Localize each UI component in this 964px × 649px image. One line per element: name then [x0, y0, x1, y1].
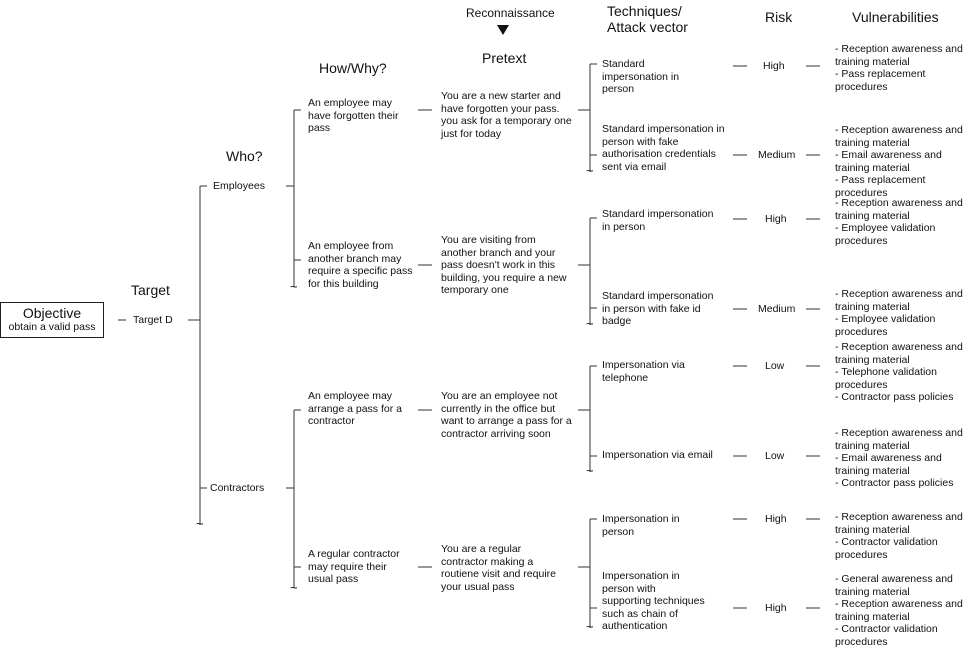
how-why-item: An employee from another branch may requ… [308, 240, 413, 290]
vulnerability-list: - General awareness and training materia… [835, 573, 963, 648]
who-contractors: Contractors [210, 482, 265, 494]
risk-level: Medium [758, 303, 796, 315]
objective-subtitle: obtain a valid pass [8, 321, 96, 333]
header-risk: Risk [765, 9, 793, 25]
header-vulnerabilities: Vulnerabilities [852, 9, 939, 25]
bracket-tilde: ~ [586, 619, 594, 634]
header-techniques: Techniques/ Attack vector [607, 3, 688, 35]
target-label: Target D [133, 314, 173, 326]
header-how-why: How/Why? [319, 60, 387, 76]
vulnerability-list: - Reception awareness and training mater… [835, 124, 963, 199]
bracket-tilde: ~ [290, 279, 298, 294]
risk-level: Medium [758, 149, 796, 161]
risk-level: High [765, 213, 787, 225]
technique-item: Impersonation via email [602, 449, 713, 461]
who-employees: Employees [213, 180, 265, 192]
objective-box: Objective obtain a valid pass [0, 302, 104, 338]
pretext-item: You are a regular contractor making a ro… [441, 543, 556, 593]
bracket-tilde: ~ [586, 463, 594, 478]
pretext-item: You are an employee not currently in the… [441, 390, 572, 440]
technique-item: Impersonation in person [602, 513, 680, 538]
risk-level: High [763, 60, 785, 72]
down-arrow-icon [497, 25, 509, 35]
vulnerability-list: - Reception awareness and training mater… [835, 288, 963, 338]
risk-level: High [765, 602, 787, 614]
technique-item: Standard impersonation in person [602, 58, 680, 96]
vulnerability-list: - Reception awareness and training mater… [835, 197, 963, 247]
bracket-tilde: ~ [586, 316, 594, 331]
vulnerability-list: - Reception awareness and training mater… [835, 427, 963, 490]
header-target: Target [131, 282, 170, 298]
header-who: Who? [226, 148, 263, 164]
technique-item: Impersonation in person with supporting … [602, 570, 705, 633]
vulnerability-list: - Reception awareness and training mater… [835, 511, 963, 561]
risk-level: Low [765, 450, 785, 462]
vulnerability-list: - Reception awareness and training mater… [835, 341, 963, 404]
pretext-item: You are a new starter and have forgotten… [441, 90, 572, 140]
technique-item: Standard impersonation in person with fa… [602, 123, 725, 173]
risk-level: High [765, 513, 787, 525]
risk-level: Low [765, 360, 785, 372]
header-reconnaissance: Reconnaissance [466, 6, 555, 20]
how-why-item: An employee may have forgotten their pas… [308, 97, 399, 135]
bracket-tilde: ~ [196, 516, 204, 531]
bracket-tilde: ~ [586, 163, 594, 178]
technique-item: Impersonation via telephone [602, 359, 685, 384]
how-why-item: A regular contractor may require their u… [308, 548, 400, 586]
technique-item: Standard impersonation in person [602, 208, 714, 233]
technique-item: Standard impersonation in person with fa… [602, 290, 714, 328]
how-why-item: An employee may arrange a pass for a con… [308, 390, 402, 428]
objective-title: Objective [22, 305, 82, 321]
header-pretext: Pretext [482, 50, 527, 66]
vulnerability-list: - Reception awareness and training mater… [835, 43, 963, 93]
pretext-item: You are visiting from another branch and… [441, 234, 567, 297]
bracket-tilde: ~ [290, 580, 298, 595]
